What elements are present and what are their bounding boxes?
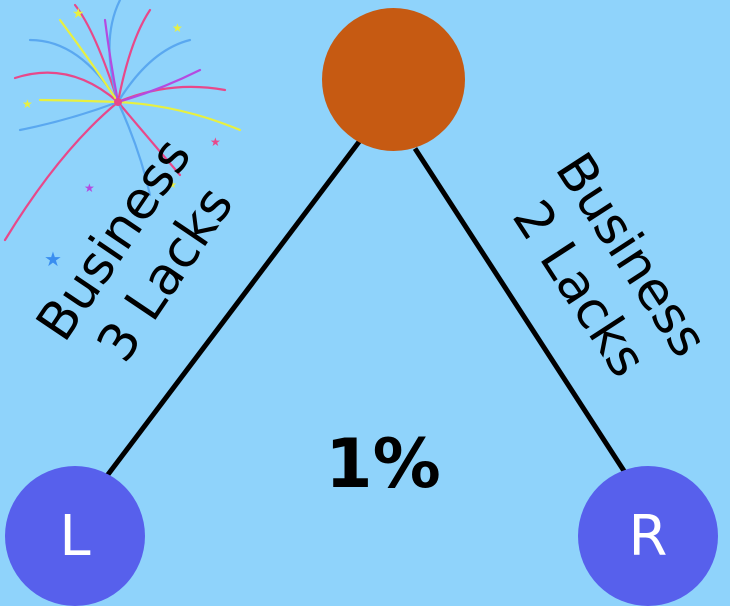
fireworks-decoration: ★ ★ ★ ★ ★ ★ ★ — [3, 0, 242, 271]
root-node — [322, 8, 465, 151]
right-node-label: R — [628, 503, 668, 569]
svg-text:★: ★ — [210, 135, 221, 149]
svg-text:★: ★ — [84, 181, 95, 195]
svg-text:★: ★ — [172, 21, 183, 35]
svg-text:★: ★ — [168, 180, 177, 191]
svg-text:★: ★ — [44, 247, 62, 271]
center-percentage: 1% — [325, 425, 441, 504]
right-node: R — [578, 466, 718, 606]
left-node-label: L — [59, 503, 91, 569]
svg-text:★: ★ — [72, 6, 85, 22]
right-edge-label: Business 2 Lacks — [482, 129, 728, 415]
svg-text:★: ★ — [22, 97, 33, 111]
left-node: L — [5, 466, 145, 606]
